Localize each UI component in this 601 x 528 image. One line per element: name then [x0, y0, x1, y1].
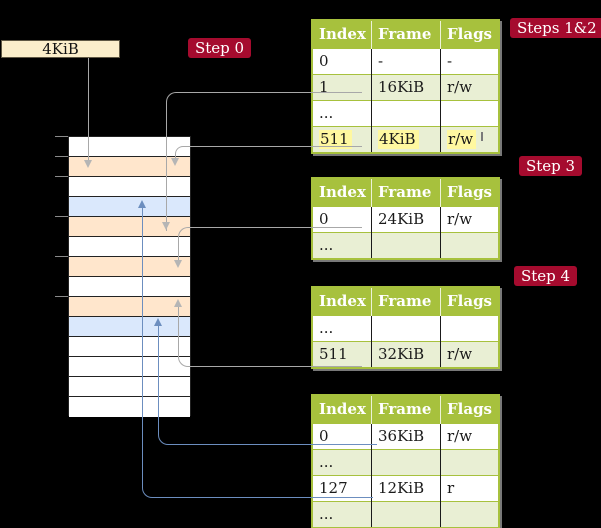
badge-steps-1-2: Steps 1&2: [510, 18, 601, 38]
memory-frame-row: [69, 237, 190, 257]
badge-step-0: Step 0: [188, 38, 252, 58]
memory-tick: [55, 216, 68, 217]
memory-frame-row: [69, 357, 190, 377]
column-header-flags: Flags: [440, 178, 499, 207]
table-cell: 32KiB: [371, 341, 441, 368]
arrow-t1row511-to-4kib-line: [175, 146, 362, 161]
table-cell: r: [440, 475, 499, 502]
frame-size-label: 4KiB: [1, 40, 120, 58]
arrow-label-to-4kib-line: [88, 58, 89, 162]
table-cell: r/w: [440, 206, 499, 233]
memory-tick: [55, 156, 68, 157]
table-row: ...: [312, 100, 499, 127]
highlighted-value: 4KiB: [378, 130, 419, 149]
arrow-t4row0-to-36kib-line: [158, 326, 377, 445]
memory-frame-row: [69, 277, 190, 297]
arrow-t3row511-to-32kib-head: [174, 299, 182, 307]
memory-frame-row: [69, 397, 190, 417]
arrow-t4row0-to-36kib-head: [154, 318, 162, 326]
column-header-index: Index: [312, 287, 372, 316]
column-header-frame: Frame: [371, 20, 441, 49]
table-cell: 0: [312, 48, 372, 75]
highlighted-value: r/w: [447, 130, 477, 149]
memory-tick: [55, 256, 68, 257]
table-cell: [371, 315, 441, 342]
memory-frame-row: [69, 297, 190, 317]
table-cell: [440, 315, 499, 342]
table-cell: [371, 501, 441, 528]
table-cell: -: [440, 48, 499, 75]
table-cell: r/w: [440, 341, 499, 368]
table-cell: ...: [312, 100, 372, 127]
memory-frame-row: [69, 337, 190, 357]
memory-frame-row: [69, 157, 190, 177]
arrow-t1row1-to-16kib-line: [166, 92, 362, 231]
column-header-flags: Flags: [440, 287, 499, 316]
table-cell: 511: [312, 341, 372, 368]
column-header-flags: Flags: [440, 395, 499, 424]
table-cell: 36KiB: [371, 423, 441, 450]
memory-tick: [55, 296, 68, 297]
memory-frame-row: [69, 377, 190, 397]
memory-frame-row: [69, 177, 190, 197]
table-cell: ...: [312, 449, 372, 476]
memory-frame-row: [69, 217, 190, 237]
badge-step-3: Step 3: [519, 156, 583, 176]
table-cell: [371, 100, 441, 127]
arrow-t3row511-to-32kib-line: [178, 307, 362, 367]
arrow-t1row511-to-4kib-head: [171, 158, 179, 166]
memory-tick: [55, 176, 68, 177]
memory-frame-row: [69, 197, 190, 217]
badge-step-4: Step 4: [514, 266, 578, 286]
table-row: ...: [312, 449, 499, 476]
physical-memory-column: [68, 136, 191, 417]
arrow-t1row1-to-16kib-head: [162, 222, 170, 230]
column-header-index: Index: [312, 178, 372, 207]
column-header-index: Index: [312, 20, 372, 49]
highlighted-value: 511: [319, 130, 352, 149]
row511-side-stub: [481, 132, 483, 141]
column-header-frame: Frame: [371, 178, 441, 207]
table-cell: [440, 100, 499, 127]
table-cell: r/w: [440, 74, 499, 101]
table-cell: -: [371, 48, 441, 75]
table-cell: [440, 232, 499, 259]
table-cell: [440, 449, 499, 476]
arrow-t4row127-to-12kib-head: [138, 200, 146, 208]
arrow-t2row0-to-24kib-head: [174, 260, 182, 268]
table-cell: [440, 501, 499, 528]
table-cell: [371, 232, 441, 259]
column-header-flags: Flags: [440, 20, 499, 49]
table-row: ...: [312, 501, 499, 528]
table-cell: 12KiB: [371, 475, 441, 502]
column-header-frame: Frame: [371, 395, 441, 424]
memory-frame-row: [69, 137, 190, 157]
memory-frame-row: [69, 257, 190, 277]
table-cell: ...: [312, 315, 372, 342]
table-cell: 4KiB: [371, 126, 441, 153]
table-cell: ...: [312, 501, 372, 528]
table-row: ...: [312, 315, 499, 342]
table-cell: r/w: [440, 126, 499, 153]
column-header-frame: Frame: [371, 287, 441, 316]
memory-tick: [55, 136, 68, 137]
table-cell: 16KiB: [371, 74, 441, 101]
arrow-t4row127-to-12kib-line: [142, 208, 373, 498]
arrow-label-to-4kib-head: [84, 160, 92, 168]
table-cell: r/w: [440, 423, 499, 450]
arrow-t2row0-to-24kib-line: [178, 227, 362, 263]
table-cell: 0: [312, 423, 372, 450]
table-cell: [371, 449, 441, 476]
table-row: 0--: [312, 48, 499, 75]
table-row: 511 4KiB r/w: [312, 126, 499, 153]
column-header-index: Index: [312, 395, 372, 424]
table-cell: 24KiB: [371, 206, 441, 233]
